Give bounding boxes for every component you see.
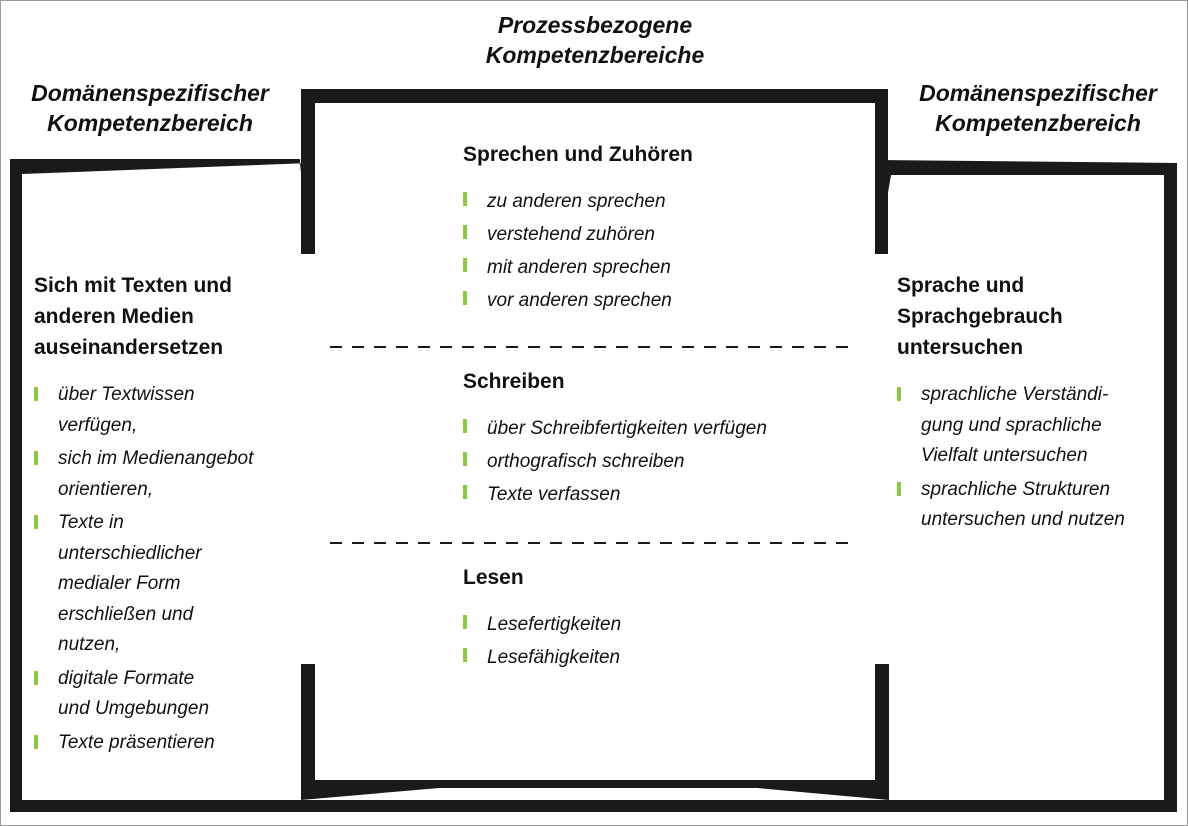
list-item: Lesefertigkeiten [463, 608, 843, 641]
section-list: über Schreibfertigkeiten verfügen orthog… [463, 412, 843, 511]
list-item: über Schreibfertigkeiten verfügen [463, 412, 843, 445]
heading-domain-left: Domänenspezifischer Kompetenzbereich [31, 80, 269, 136]
list-item: zu anderen sprechen [463, 185, 843, 218]
section-title: Sprechen und Zuhören [463, 143, 693, 166]
section-list: Lesefertigkeiten Lesefähigkeiten [463, 608, 843, 674]
left-column: Sich mit Texten und anderen Medien ausei… [34, 270, 294, 761]
list-item: digitale Formate und Umgebungen [34, 664, 294, 725]
section-title: Schreiben [463, 370, 565, 393]
list-item: mit anderen sprechen [463, 251, 843, 284]
left-column-title: Sich mit Texten und anderen Medien ausei… [34, 274, 232, 359]
list-item: vor anderen sprechen [463, 284, 843, 317]
right-column: Sprache und Sprachgebrauch untersuchen s… [897, 270, 1167, 539]
list-item: Lesefähigkeiten [463, 641, 843, 674]
center-section-writing: Schreiben über Schreibfertigkeiten verfü… [463, 368, 843, 511]
list-item: verstehend zuhören [463, 218, 843, 251]
list-item: sich im Medienangebot orientieren, [34, 444, 294, 505]
list-item: Texte verfassen [463, 478, 843, 511]
list-item: sprachliche Verständi- gung und sprachli… [897, 380, 1167, 472]
list-item: über Textwissen verfügen, [34, 380, 294, 441]
bottom-right-wedge [680, 780, 889, 800]
bottom-left-wedge [301, 780, 520, 800]
right-column-title: Sprache und Sprachgebrauch untersuchen [897, 274, 1063, 359]
heading-process: Prozessbezogene Kompetenzbereiche [485, 12, 705, 68]
list-item: sprachliche Strukturen untersuchen und n… [897, 475, 1167, 536]
list-item: Texte präsentieren [34, 728, 294, 759]
section-title: Lesen [463, 566, 524, 589]
list-item: orthografisch schreiben [463, 445, 843, 478]
right-column-list: sprachliche Verständi- gung und sprachli… [897, 380, 1167, 536]
section-list: zu anderen sprechen verstehend zuhören m… [463, 185, 843, 317]
center-process-frame-bottom [301, 664, 889, 788]
center-section-speaking: Sprechen und Zuhören zu anderen sprechen… [463, 141, 843, 317]
list-item: Texte in unterschiedlicher medialer Form… [34, 508, 294, 661]
center-section-reading: Lesen Lesefertigkeiten Lesefähigkeiten [463, 564, 843, 674]
heading-domain-right: Domänenspezifischer Kompetenzbereich [919, 80, 1157, 136]
left-column-list: über Textwissen verfügen, sich im Medien… [34, 380, 294, 758]
